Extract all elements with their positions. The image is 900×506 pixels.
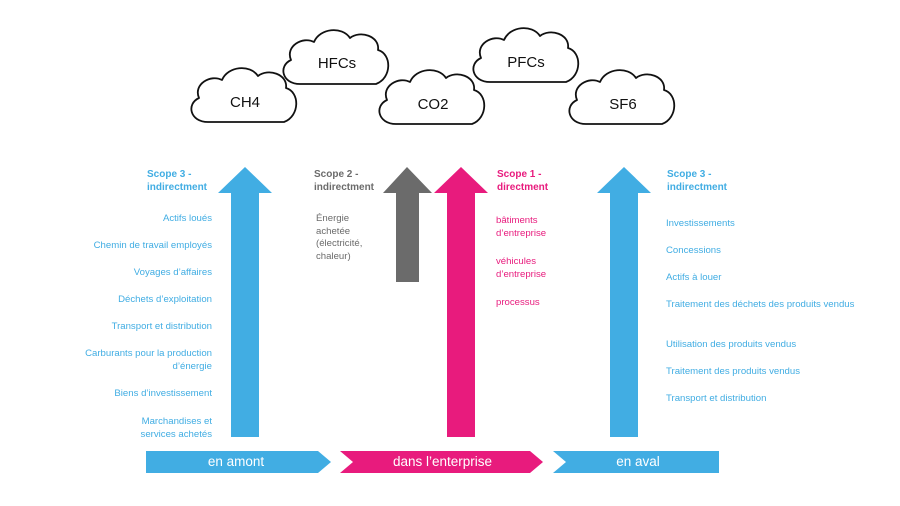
cloud-label-hfcs: HFCs [317, 55, 357, 72]
cloud-ch4 [190, 67, 298, 123]
band-label-upstream: en amont [207, 454, 265, 469]
scope1-heading: Scope 1 - directment [497, 169, 549, 193]
band-label-enterprise: dans l’enterprise [392, 454, 493, 469]
scope3-upstream-item: Marchandises et services achetés [140, 416, 212, 440]
scope1-item: bâtiments d’entreprise [496, 215, 547, 239]
band-label-downstream: en aval [616, 454, 660, 469]
cloud-label-co2: CO2 [417, 96, 449, 113]
scope3-downstream-item: Traitement des produits vendus [666, 366, 801, 377]
scope2-heading: Scope 2 - indirectment [314, 169, 375, 193]
band-upstream [146, 451, 331, 473]
arrow-scope2 [383, 167, 432, 282]
scope3-upstream-item: Déchets d’exploitation [118, 294, 212, 305]
scope3-downstream-heading: Scope 3 - indirectment [667, 169, 728, 193]
scope1-item: véhicules d’entreprise [496, 256, 547, 280]
band-enterprise [340, 451, 543, 473]
cloud-hfcs [282, 29, 390, 85]
scope3-downstream-item: Utilisation des produits vendus [666, 339, 797, 350]
scope3-upstream-item: Biens d’investissement [114, 388, 212, 399]
scope2-item: Énergie achetée (électricité, chaleur) [316, 213, 363, 262]
scope3-upstream-item: Voyages d’affaires [133, 267, 212, 278]
scope3-upstream-heading: Scope 3 - indirectment [147, 169, 208, 193]
scope3-downstream-item: Investissements [666, 218, 735, 229]
cloud-label-ch4: CH4 [229, 94, 260, 111]
scope3-downstream-item: Traitement des déchets des produits vend… [666, 299, 855, 310]
cloud-pfcs [472, 27, 580, 83]
cloud-sf6 [568, 69, 676, 125]
scope3-upstream-item: Carburants pour la production d’énergie [85, 348, 212, 372]
band-downstream [553, 451, 719, 473]
cloud-label-pfcs: PFCs [507, 54, 545, 71]
scope3-upstream-item: Actifs loués [162, 213, 212, 224]
arrow-scope1 [434, 167, 488, 437]
scope3-downstream-item: Actifs à louer [666, 272, 722, 283]
arrow-scope3-upstream [218, 167, 272, 437]
cloud-co2 [378, 69, 486, 125]
scope3-upstream-item: Transport et distribution [111, 321, 212, 332]
scope3-downstream-item: Concessions [666, 245, 721, 256]
scope1-item: processus [496, 297, 540, 308]
scope3-upstream-item: Chemin de travail employés [93, 240, 212, 251]
arrow-scope3-downstream [597, 167, 651, 437]
cloud-label-sf6: SF6 [609, 96, 637, 113]
scope3-downstream-item: Transport et distribution [666, 393, 767, 404]
